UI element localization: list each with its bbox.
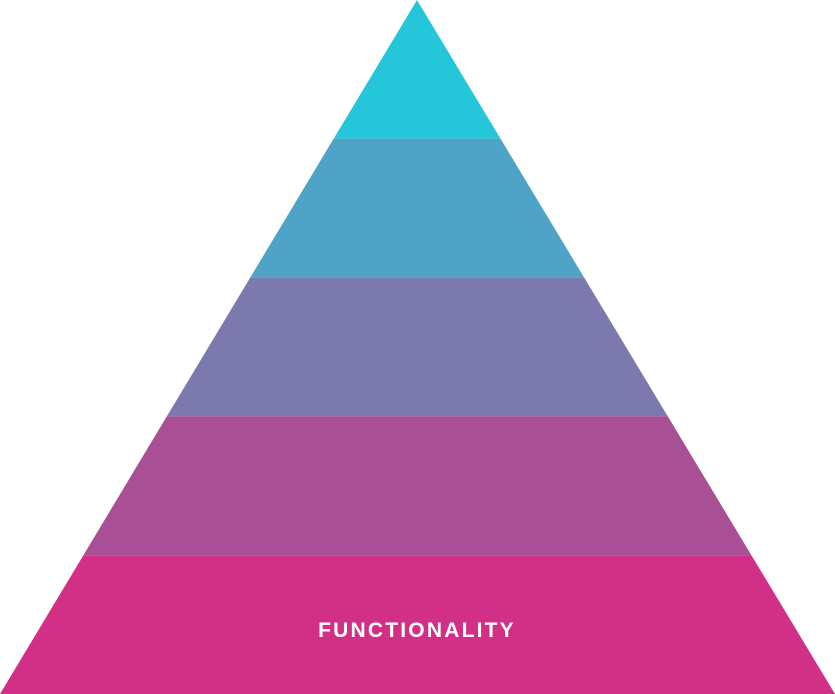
pyramid-tier-2	[250, 138, 585, 278]
pyramid-tier-3	[166, 277, 668, 417]
tier-5-label: FUNCTIONALITY	[318, 619, 516, 642]
pyramid-tier-1	[333, 0, 501, 139]
pyramid-tier-5	[0, 555, 835, 694]
pyramid-tier-4	[83, 416, 752, 556]
